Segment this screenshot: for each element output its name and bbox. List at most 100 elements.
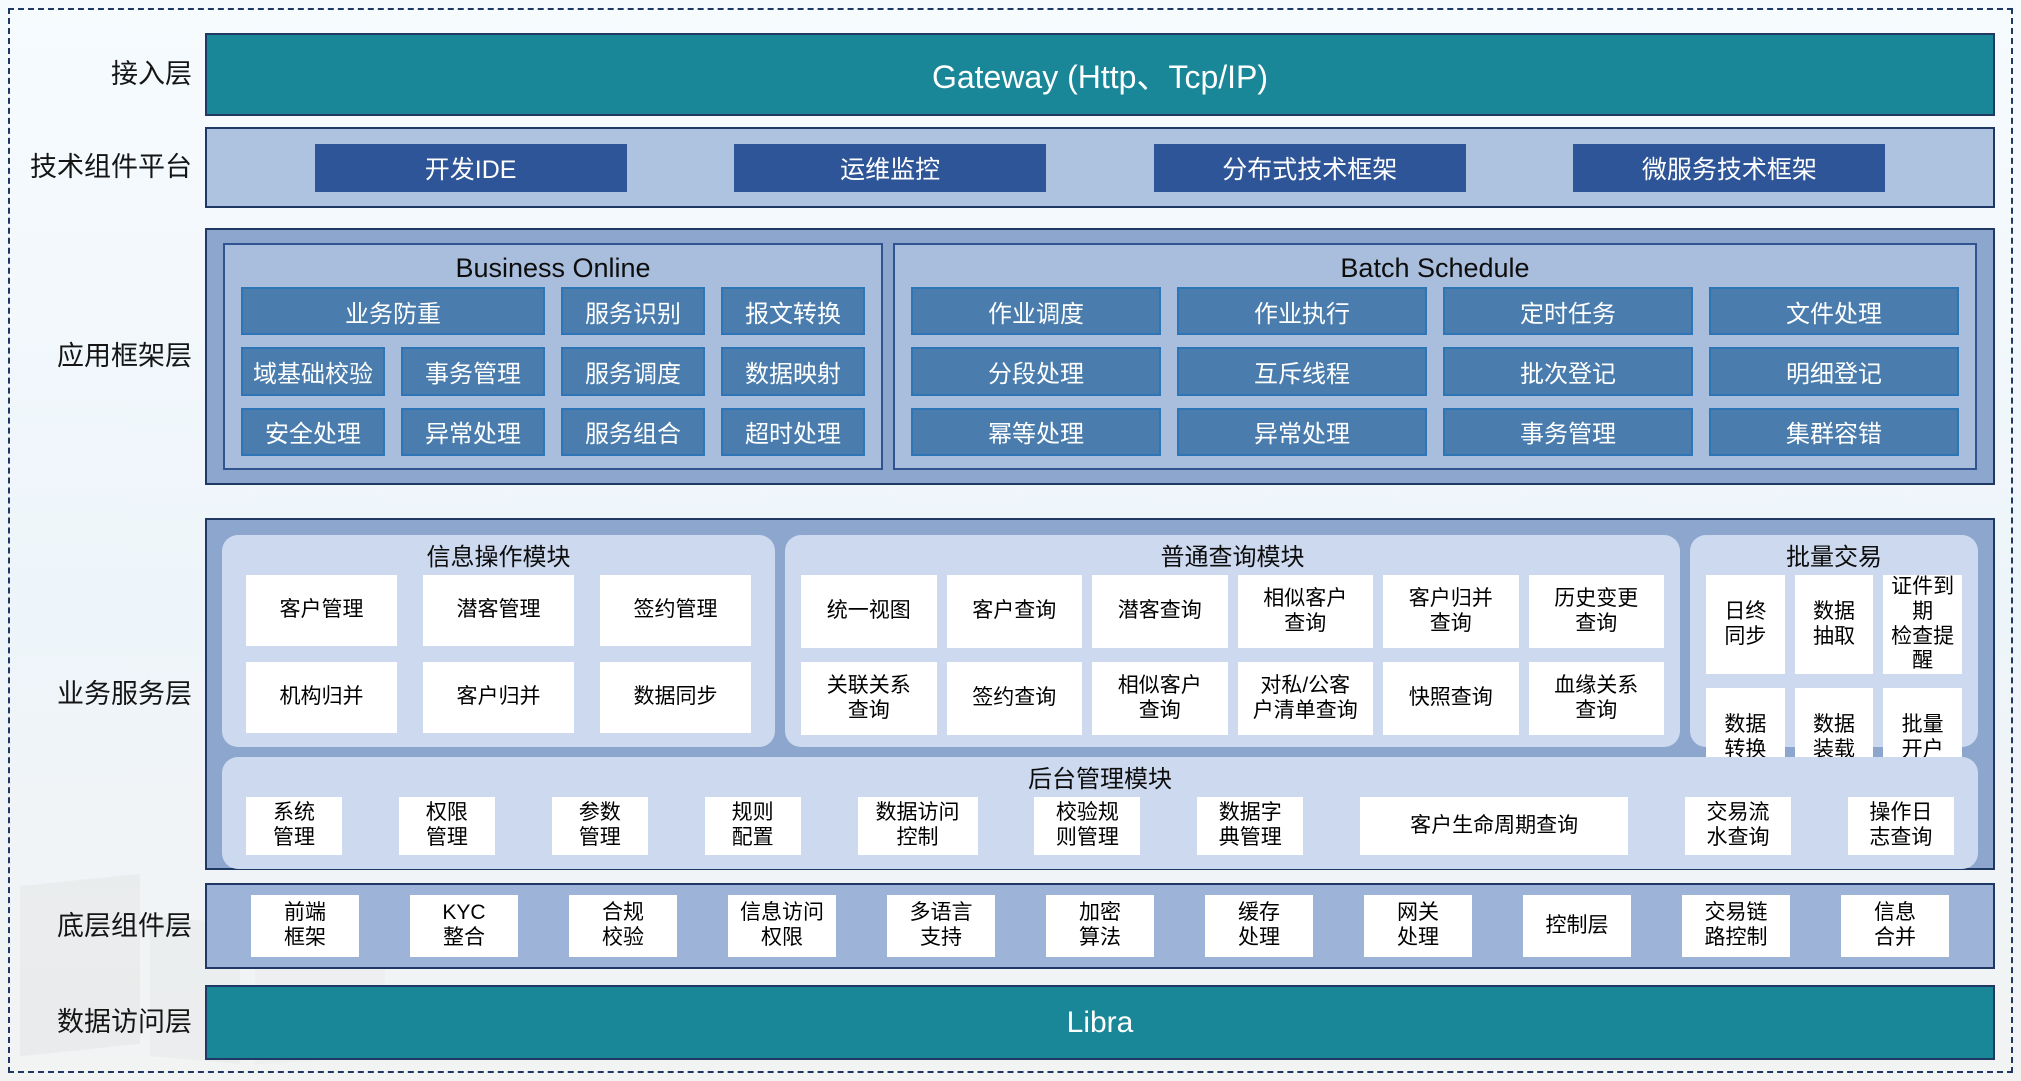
business-online-item: 数据映射 bbox=[721, 347, 865, 396]
tech-platform-bar: 开发IDE 运维监控 分布式技术框架 微服务技术框架 bbox=[205, 127, 1995, 208]
gateway-bar: Gateway (Http、Tcp/IP) bbox=[205, 33, 1995, 116]
info-operation-item: 客户管理 bbox=[246, 575, 397, 646]
batch-schedule-item: 集群容错 bbox=[1709, 407, 1959, 456]
layer-label-base-components: 底层组件层 bbox=[57, 911, 192, 941]
admin-module-item: 权限 管理 bbox=[398, 797, 495, 855]
admin-module-panel: 后台管理模块 系统 管理权限 管理参数 管理规则 配置数据访问 控制校验规 则管… bbox=[222, 757, 1978, 869]
batch-schedule-grid: 作业调度作业执行定时任务文件处理分段处理互斥线程批次登记明细登记幂等处理异常处理… bbox=[911, 287, 1959, 456]
layer-label-app-framework: 应用框架层 bbox=[57, 341, 192, 371]
admin-module-item: 数据访问 控制 bbox=[857, 797, 978, 855]
business-online-item: 服务调度 bbox=[561, 347, 705, 396]
batch-schedule-item: 定时任务 bbox=[1443, 287, 1693, 336]
info-operation-item: 客户归并 bbox=[423, 662, 574, 733]
admin-module-row: 系统 管理权限 管理参数 管理规则 配置数据访问 控制校验规 则管理数据字 典管… bbox=[238, 797, 1962, 857]
common-query-module-grid: 统一视图客户查询潜客查询相似客户 查询客户归并 查询历史变更 查询关联关系 查询… bbox=[801, 575, 1664, 735]
base-component-item: 控制层 bbox=[1523, 895, 1631, 957]
batch-schedule-title: Batch Schedule bbox=[1340, 253, 1530, 283]
business-online-item: 业务防重 bbox=[241, 287, 545, 336]
info-operation-item: 签约管理 bbox=[600, 575, 751, 646]
batch-schedule-item: 分段处理 bbox=[911, 347, 1161, 396]
admin-module-item: 参数 管理 bbox=[551, 797, 648, 855]
common-query-item: 历史变更 查询 bbox=[1528, 575, 1664, 648]
business-online-item: 安全处理 bbox=[241, 407, 385, 456]
libra-label: Libra bbox=[1066, 1005, 1134, 1039]
info-operation-module-title: 信息操作模块 bbox=[426, 544, 571, 571]
admin-module-item: 交易流 水查询 bbox=[1685, 797, 1791, 855]
libra-bar: Libra bbox=[205, 985, 1995, 1060]
info-operation-module-grid: 客户管理潜客管理签约管理机构归并客户归并数据同步 bbox=[246, 575, 751, 733]
admin-module-item: 客户生命周期查询 bbox=[1360, 797, 1629, 855]
business-online-panel: Business Online 业务防重服务识别报文转换域基础校验事务管理服务调… bbox=[223, 243, 883, 470]
batch-schedule-item: 异常处理 bbox=[1177, 407, 1427, 456]
admin-module-item: 数据字 典管理 bbox=[1197, 797, 1304, 855]
info-operation-item: 数据同步 bbox=[600, 662, 751, 733]
batch-trade-item: 日终 同步 bbox=[1706, 575, 1785, 675]
base-component-item: KYC 整合 bbox=[410, 895, 518, 957]
base-component-item: 多语言 支持 bbox=[887, 895, 995, 957]
batch-schedule-item: 明细登记 bbox=[1709, 347, 1959, 396]
common-query-module-panel: 普通查询模块 统一视图客户查询潜客查询相似客户 查询客户归并 查询历史变更 查询… bbox=[785, 535, 1680, 747]
tech-platform-item: 分布式技术框架 bbox=[1153, 143, 1466, 192]
batch-schedule-item: 互斥线程 bbox=[1177, 347, 1427, 396]
tech-platform-item: 微服务技术框架 bbox=[1573, 143, 1886, 192]
batch-schedule-item: 作业调度 bbox=[911, 287, 1161, 336]
business-online-title: Business Online bbox=[455, 253, 651, 283]
common-query-item: 血缘关系 查询 bbox=[1528, 662, 1664, 735]
layer-label-access: 接入层 bbox=[111, 59, 192, 89]
common-query-item: 客户查询 bbox=[946, 575, 1082, 648]
tech-platform-item: 运维监控 bbox=[734, 143, 1047, 192]
business-service-top-row: 信息操作模块 客户管理潜客管理签约管理机构归并客户归并数据同步 普通查询模块 统… bbox=[222, 535, 1978, 788]
gateway-label: Gateway (Http、Tcp/IP) bbox=[931, 58, 1269, 95]
base-component-item: 缓存 处理 bbox=[1205, 895, 1313, 957]
common-query-item: 对私/公客 户清单查询 bbox=[1237, 662, 1373, 735]
common-query-item: 潜客查询 bbox=[1092, 575, 1228, 648]
batch-trade-item: 证件到期 检查提醒 bbox=[1883, 575, 1962, 675]
admin-module-title: 后台管理模块 bbox=[1028, 766, 1172, 793]
admin-module-item: 操作日 志查询 bbox=[1847, 797, 1954, 855]
layer-label-data-access: 数据访问层 bbox=[57, 1007, 192, 1037]
batch-trade-item: 数据 抽取 bbox=[1794, 575, 1874, 675]
admin-module-item: 系统 管理 bbox=[246, 797, 342, 855]
batch-trade-grid: 日终 同步数据 抽取证件到期 检查提醒数据 转换数据 装载批量 开户 bbox=[1706, 575, 1962, 788]
base-component-item: 交易链 路控制 bbox=[1682, 895, 1790, 957]
base-component-item: 信息访问 权限 bbox=[728, 895, 836, 957]
tech-platform-item: 开发IDE bbox=[314, 143, 627, 192]
info-operation-item: 机构归并 bbox=[246, 662, 397, 733]
common-query-item: 签约查询 bbox=[946, 662, 1082, 735]
admin-module-item: 校验规 则管理 bbox=[1034, 797, 1141, 855]
info-operation-module-panel: 信息操作模块 客户管理潜客管理签约管理机构归并客户归并数据同步 bbox=[222, 535, 775, 747]
admin-module-item: 规则 配置 bbox=[704, 797, 801, 855]
batch-trade-title: 批量交易 bbox=[1786, 544, 1882, 571]
business-online-item: 超时处理 bbox=[721, 407, 865, 456]
common-query-item: 关联关系 查询 bbox=[801, 662, 937, 735]
batch-schedule-item: 幂等处理 bbox=[911, 407, 1161, 456]
common-query-module-title: 普通查询模块 bbox=[1160, 544, 1305, 571]
business-online-grid: 业务防重服务识别报文转换域基础校验事务管理服务调度数据映射安全处理异常处理服务组… bbox=[241, 287, 865, 456]
base-component-item: 网关 处理 bbox=[1364, 895, 1472, 957]
app-framework-panel: Business Online 业务防重服务识别报文转换域基础校验事务管理服务调… bbox=[205, 228, 1995, 485]
base-component-item: 合规 校验 bbox=[569, 895, 677, 957]
batch-trade-panel: 批量交易 日终 同步数据 抽取证件到期 检查提醒数据 转换数据 装载批量 开户 bbox=[1690, 535, 1978, 788]
batch-schedule-panel: Batch Schedule 作业调度作业执行定时任务文件处理分段处理互斥线程批… bbox=[893, 243, 1977, 470]
business-online-item: 事务管理 bbox=[401, 347, 545, 396]
business-online-item: 域基础校验 bbox=[241, 347, 385, 396]
common-query-item: 客户归并 查询 bbox=[1383, 575, 1519, 648]
batch-schedule-item: 事务管理 bbox=[1443, 407, 1693, 456]
info-operation-item: 潜客管理 bbox=[423, 575, 574, 646]
batch-schedule-item: 作业执行 bbox=[1177, 287, 1427, 336]
business-service-panel: 信息操作模块 客户管理潜客管理签约管理机构归并客户归并数据同步 普通查询模块 统… bbox=[205, 518, 1995, 870]
common-query-item: 相似客户 查询 bbox=[1092, 662, 1228, 735]
business-online-item: 异常处理 bbox=[401, 407, 545, 456]
base-component-item: 信息 合并 bbox=[1841, 895, 1949, 957]
common-query-item: 统一视图 bbox=[801, 575, 937, 648]
common-query-item: 快照查询 bbox=[1383, 662, 1519, 735]
base-component-item: 加密 算法 bbox=[1046, 895, 1154, 957]
layer-label-business-service: 业务服务层 bbox=[57, 679, 192, 709]
business-online-item: 服务识别 bbox=[561, 287, 705, 336]
batch-schedule-item: 批次登记 bbox=[1443, 347, 1693, 396]
common-query-item: 相似客户 查询 bbox=[1237, 575, 1373, 648]
business-online-item: 服务组合 bbox=[561, 407, 705, 456]
layer-label-tech-platform: 技术组件平台 bbox=[30, 152, 192, 182]
batch-schedule-item: 文件处理 bbox=[1709, 287, 1959, 336]
